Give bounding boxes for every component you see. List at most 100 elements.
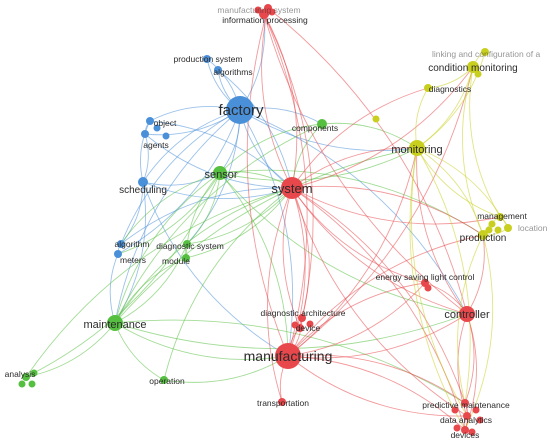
label-algorithms: algorithms bbox=[213, 67, 252, 77]
link-system-information-processing bbox=[263, 13, 298, 189]
node-analysis[interactable] bbox=[22, 373, 30, 381]
node-management[interactable] bbox=[496, 213, 504, 221]
link-manufacturing-production bbox=[287, 234, 484, 357]
node-monitoring[interactable] bbox=[409, 140, 425, 156]
link-analysis-sensor bbox=[25, 172, 221, 378]
link-factory-monitoring bbox=[239, 109, 418, 152]
label-location: location bbox=[518, 223, 548, 233]
label-diagnostics: diagnostics bbox=[429, 84, 472, 94]
node-components[interactable] bbox=[317, 119, 327, 129]
network-links bbox=[25, 7, 509, 431]
node-operation[interactable] bbox=[160, 376, 168, 384]
link-production-predictive-maintenance bbox=[457, 234, 484, 404]
link-system-transportation bbox=[267, 187, 293, 403]
label-agents: agents bbox=[143, 140, 169, 150]
node-object[interactable] bbox=[146, 117, 154, 125]
link-factory-algorithm bbox=[120, 109, 241, 245]
node-location[interactable] bbox=[504, 224, 512, 232]
link-controller-production bbox=[466, 234, 485, 315]
label-information-processing: information processing bbox=[222, 15, 308, 25]
label-module: module bbox=[162, 256, 190, 266]
label-device: device bbox=[296, 323, 321, 333]
link-manufacturing-data-analytics bbox=[287, 355, 468, 417]
label-system: system bbox=[271, 181, 312, 196]
link-system-condition-monitoring bbox=[291, 66, 474, 189]
label-controller: controller bbox=[444, 309, 490, 321]
link-monitoring-production bbox=[416, 147, 484, 236]
node-diagnostic-system[interactable] bbox=[183, 240, 191, 248]
link-manufacturing-system-controller bbox=[267, 7, 468, 315]
link-scheduling-manufacturing bbox=[142, 181, 289, 357]
node-transportation[interactable] bbox=[278, 398, 286, 406]
node-sensor[interactable] bbox=[213, 166, 227, 180]
link-sensor-meters bbox=[117, 172, 221, 255]
link-components-monitoring bbox=[321, 122, 418, 149]
minor-node-dot bbox=[153, 124, 161, 132]
node-linking-and-configuration[interactable] bbox=[481, 48, 489, 56]
link-factory-maintenance bbox=[114, 109, 241, 324]
node-diagnostics[interactable] bbox=[424, 84, 432, 92]
minor-node-dot bbox=[472, 406, 480, 414]
minor-node-dot bbox=[468, 428, 476, 436]
label-scheduling: scheduling bbox=[119, 185, 167, 196]
node-maintenance[interactable] bbox=[107, 315, 123, 331]
minor-node-dot bbox=[162, 132, 170, 140]
minor-node-dot bbox=[485, 226, 493, 234]
link-factory-scheduling bbox=[142, 109, 241, 183]
link-monitoring-devices bbox=[409, 147, 466, 431]
link-factory-diagnostic-system bbox=[186, 109, 241, 245]
link-monitoring-management bbox=[416, 147, 501, 218]
label-analysis: analysis bbox=[5, 369, 36, 379]
node-meters[interactable] bbox=[114, 250, 122, 258]
node-algorithm[interactable] bbox=[117, 240, 125, 248]
link-system-manufacturing-system bbox=[261, 7, 293, 189]
link-system-predictive-maintenance bbox=[291, 187, 466, 404]
minor-node-dot bbox=[474, 70, 482, 78]
node-energy-saving-light-control[interactable] bbox=[421, 279, 429, 287]
node-information-processing[interactable] bbox=[259, 9, 269, 19]
minor-node-dot bbox=[476, 416, 484, 424]
minor-node-dot bbox=[453, 424, 461, 432]
label-factory: factory bbox=[218, 102, 264, 119]
label-manufacturing-system: manufacturing system bbox=[217, 5, 300, 15]
node-system[interactable] bbox=[281, 177, 303, 199]
node-condition-monitoring[interactable] bbox=[467, 61, 479, 73]
link-system-controller bbox=[291, 187, 468, 315]
link-maintenance-system bbox=[114, 187, 293, 324]
link-system-device bbox=[282, 187, 301, 329]
minor-node-dot bbox=[18, 380, 26, 388]
link-factory-manufacturing bbox=[239, 109, 294, 357]
node-agents[interactable] bbox=[141, 130, 149, 138]
link-information-processing-controller bbox=[263, 13, 468, 315]
label-diagnostic-system: diagnostic system bbox=[156, 241, 224, 251]
node-production[interactable] bbox=[478, 230, 488, 240]
node-scheduling[interactable] bbox=[138, 177, 148, 187]
node-devices[interactable] bbox=[461, 426, 469, 434]
node-predictive-maintenance[interactable] bbox=[461, 399, 469, 407]
link-system-energy-saving-light-control bbox=[291, 187, 426, 284]
link-system-manufacturing bbox=[287, 187, 306, 357]
minor-node-dot bbox=[372, 115, 380, 123]
link-maintenance-operation bbox=[114, 322, 165, 381]
link-sensor-maintenance bbox=[114, 172, 221, 324]
node-data-analytics[interactable] bbox=[463, 412, 471, 420]
node-diagnostic-architecture[interactable] bbox=[298, 314, 306, 322]
link-sensor-manufacturing bbox=[219, 172, 289, 357]
node-module[interactable] bbox=[182, 254, 190, 262]
link-monitoring-data-analytics bbox=[410, 147, 468, 417]
node-factory[interactable] bbox=[226, 96, 254, 124]
node-algorithms[interactable] bbox=[214, 66, 222, 74]
label-diagnostic-architecture: diagnostic architecture bbox=[260, 308, 345, 318]
node-production-system[interactable] bbox=[203, 55, 211, 63]
link-system-production bbox=[291, 185, 484, 236]
link-sensor-diagnostic-system bbox=[186, 172, 221, 245]
node-controller[interactable] bbox=[459, 306, 475, 322]
node-manufacturing[interactable] bbox=[275, 343, 301, 369]
node-device[interactable] bbox=[296, 324, 304, 332]
link-maintenance-diagnostic-system bbox=[114, 243, 188, 324]
label-production: production bbox=[460, 233, 507, 244]
link-operation-system bbox=[163, 187, 293, 381]
link-information-processing-device bbox=[263, 13, 314, 329]
label-manufacturing: manufacturing bbox=[244, 348, 333, 364]
